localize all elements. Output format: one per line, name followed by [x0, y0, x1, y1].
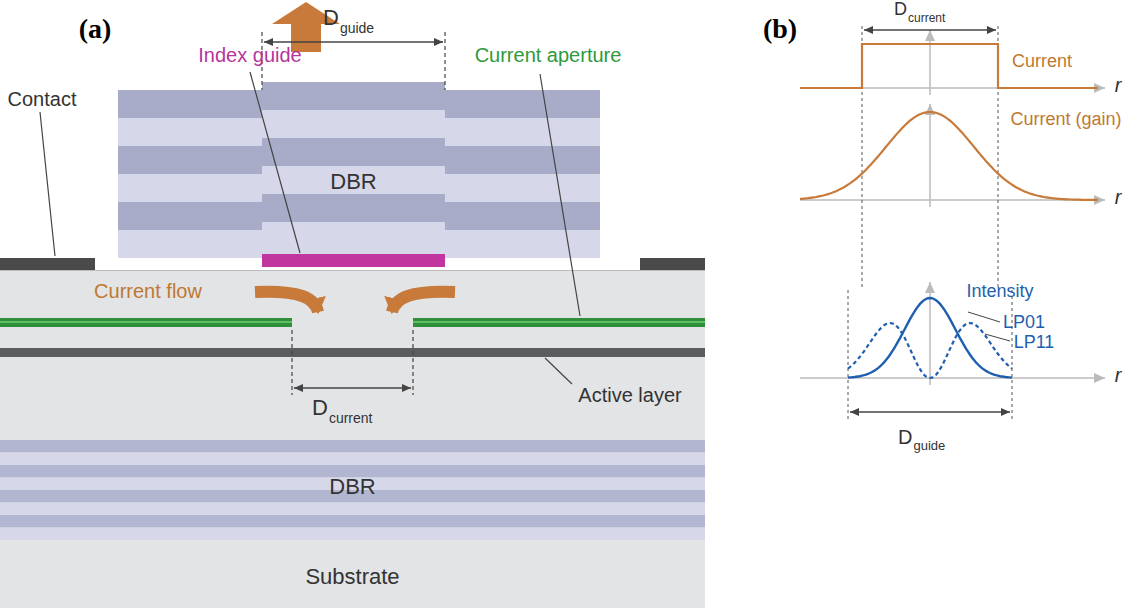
- dimension-label: D: [898, 426, 912, 448]
- leader-line: [40, 72, 580, 384]
- part-label: Contact: [8, 88, 77, 110]
- layer-label: DBR: [330, 169, 376, 195]
- axis-label: r: [1115, 74, 1122, 96]
- profile-plots: [800, 26, 1105, 420]
- active-layer: [0, 348, 705, 357]
- current-aperture-right: [413, 318, 705, 327]
- panel-label: (a): [79, 14, 112, 45]
- curve-label: Intensity: [966, 282, 1033, 302]
- axis-label: r: [1115, 186, 1122, 208]
- part-label: Current aperture: [475, 44, 622, 66]
- dimension-label: D: [894, 0, 907, 20]
- part-label: Active layer: [578, 384, 681, 406]
- semiconductor-body: [0, 270, 705, 608]
- part-label: Current flow: [94, 280, 202, 302]
- dimension-subscript: guide: [340, 21, 374, 36]
- dimension-label: D: [312, 396, 328, 420]
- index-guide: [262, 254, 445, 267]
- current-aperture-left: [0, 318, 292, 327]
- dimension-subscript: guide: [913, 439, 945, 453]
- current-flow-arrow: [392, 292, 455, 312]
- panel-label: (b): [763, 14, 797, 45]
- part-label: Index guide: [198, 44, 301, 66]
- bottom-dbr-stack: [0, 440, 705, 540]
- layer-label: DBR: [329, 474, 375, 500]
- curve-label: Current (gain): [1010, 110, 1121, 130]
- curve-label: LP11: [1014, 333, 1055, 353]
- substrate: Substrate: [270, 560, 435, 594]
- dimension-subscript: current: [908, 12, 945, 25]
- bottom-dbr: DBR: [300, 470, 405, 504]
- current-flow-arrow: [255, 292, 318, 312]
- contact-right: [640, 258, 705, 270]
- curve-label: Current: [1012, 52, 1072, 72]
- axis-label: r: [1115, 364, 1122, 386]
- dimension-label: D: [323, 6, 339, 30]
- top-dbr-stack: [118, 82, 600, 258]
- curve-label: LP01: [1003, 313, 1045, 333]
- contact-left: [0, 258, 95, 270]
- layer-label: Substrate: [305, 564, 399, 590]
- dimension-subscript: current: [329, 411, 373, 426]
- top-dbr: DBR: [262, 165, 445, 199]
